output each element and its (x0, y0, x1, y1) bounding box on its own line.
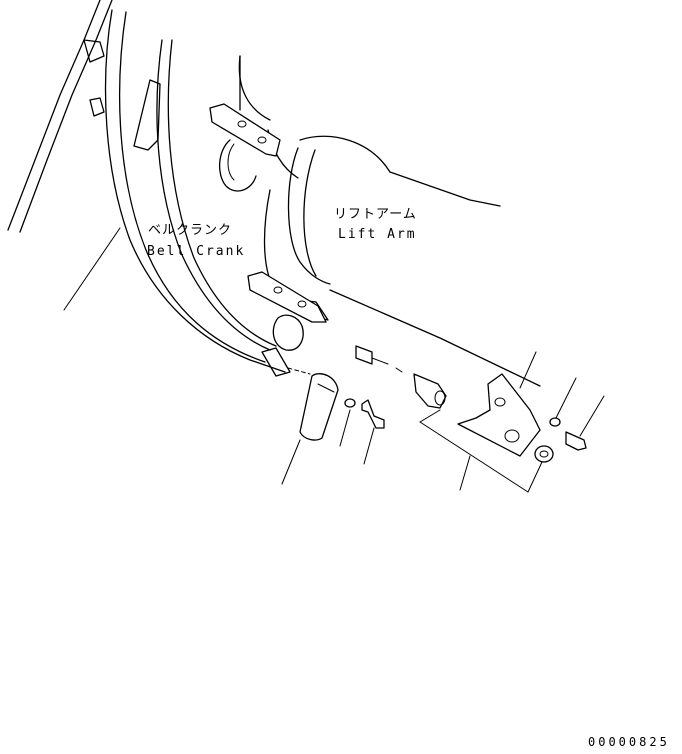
lower-bracket (247, 271, 327, 377)
bell-crank-drawing (7, 0, 286, 373)
mounting-bracket-part (457, 373, 541, 457)
lift-arm-label-en: Lift Arm (338, 227, 417, 242)
upper-bracket (209, 103, 281, 192)
cover-washer-and-bolt (344, 398, 385, 429)
lift-arm-label-jp: リフトアーム (334, 207, 417, 222)
document-number: 00000825 (588, 735, 670, 749)
proximity-switch-assembly (355, 345, 447, 409)
bell-crank-label-en: Bell Crank (147, 244, 246, 259)
lift-arm-drawing (263, 129, 541, 387)
bracket-washer-nut-bolt (534, 417, 587, 463)
centre-line (287, 367, 311, 375)
leader-lines (63, 227, 605, 493)
sensor-cover-part (299, 373, 339, 441)
bell-crank-label-jp: ベルクランク (148, 223, 233, 238)
